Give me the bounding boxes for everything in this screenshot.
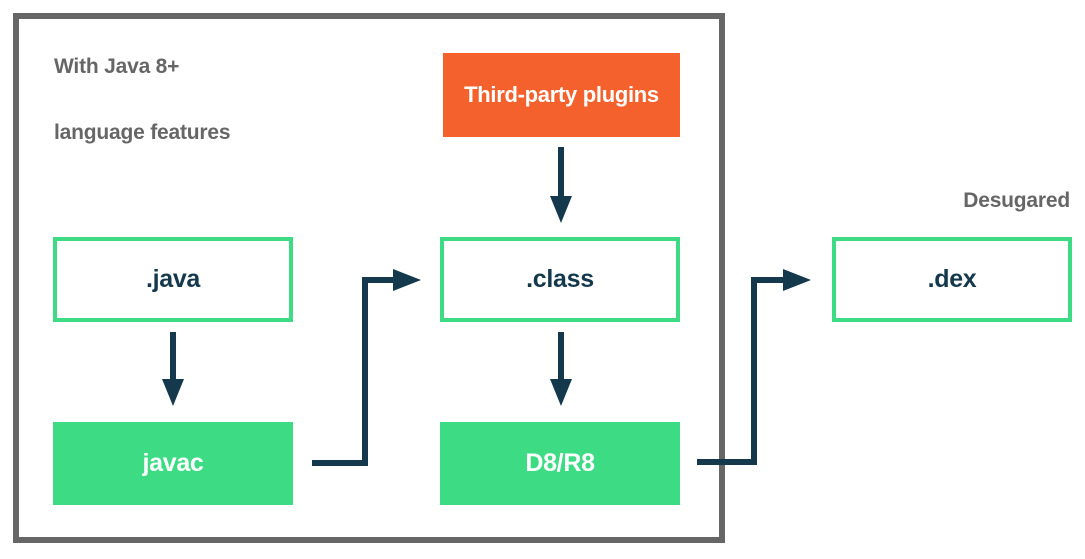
java8-annotation-line2: language features [54,121,231,144]
node-java-file: .java [53,237,293,322]
node-java-file-label: .java [145,265,201,293]
node-third-party-plugins-label: Third-party plugins [464,82,659,107]
node-javac: javac [53,422,293,505]
node-dex-file-label: .dex [927,265,977,293]
node-d8-r8: D8/R8 [440,422,680,505]
node-javac-label: javac [142,449,204,477]
node-d8-r8-label: D8/R8 [525,449,595,477]
node-third-party-plugins: Third-party plugins [443,53,680,137]
desugared-label: Desugared [963,189,1070,212]
java8-annotation-line1: With Java 8+ [54,55,180,78]
java8-annotation: With Java 8+ language features [54,50,231,149]
node-class-file: .class [440,237,680,322]
node-class-file-label: .class [526,265,594,293]
node-dex-file: .dex [832,237,1072,322]
arrow-head-right-icon [783,269,811,291]
